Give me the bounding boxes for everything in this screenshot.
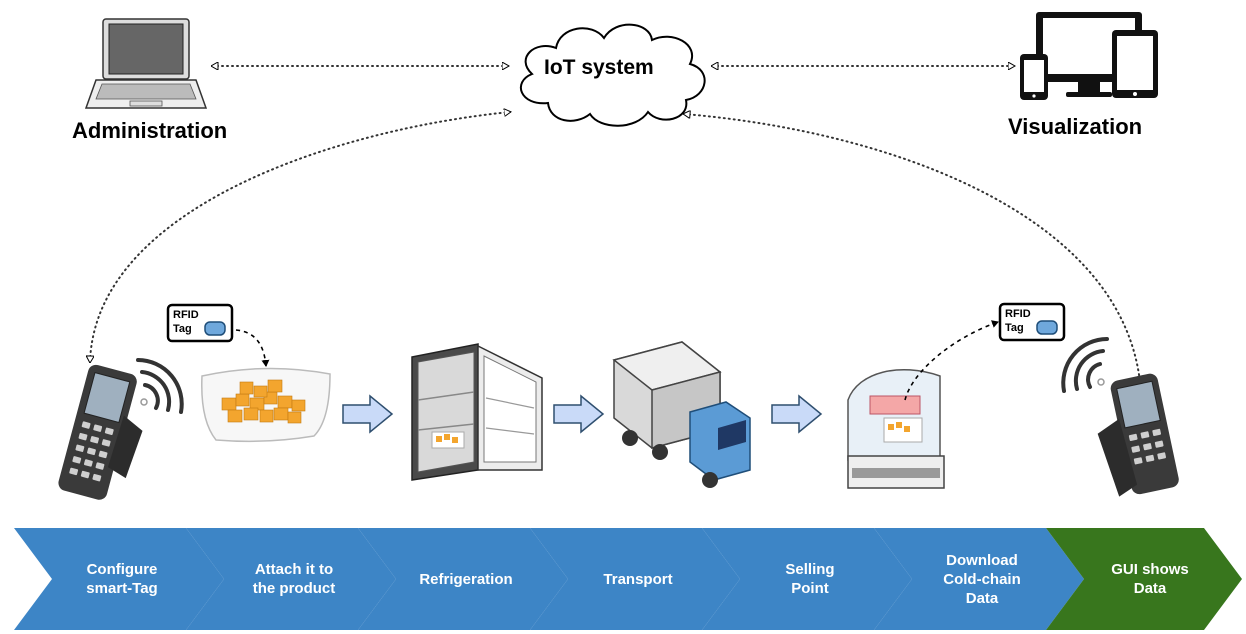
reader-cloud-connector — [90, 112, 510, 362]
cloud-gui-reader-connector — [684, 114, 1140, 382]
flow-arrow-3 — [771, 394, 823, 434]
truck-icon — [612, 341, 751, 488]
rfid-tag-left-line1: RFID — [173, 309, 199, 321]
step-label-download: Download Cold-chain Data — [943, 551, 1021, 607]
step-chevron-5 — [702, 528, 912, 630]
rfid-tag-left-icon — [166, 303, 234, 343]
rfid-tag-left-line2: Tag — [173, 323, 192, 335]
iot-cloud — [520, 23, 706, 127]
step-label-configure: Configure smart-Tag — [86, 561, 158, 597]
wifi-signal-right-icon — [1061, 337, 1109, 393]
devices-icon — [1020, 12, 1158, 100]
step-label-refrigeration: Refrigeration — [419, 570, 513, 588]
wifi-dot-right — [1097, 378, 1105, 386]
rfid-reader-left-icon — [58, 364, 143, 500]
visualization-label: Visualization — [1008, 114, 1143, 139]
step-label-gui-shows-data: GUI shows Data — [1111, 561, 1189, 597]
flow-arrow-2 — [553, 394, 605, 434]
food-tray-icon — [201, 367, 331, 443]
step-chevron-1 — [14, 528, 224, 630]
rfid-reader-right-icon — [1097, 373, 1179, 497]
process-chevrons — [14, 528, 1242, 630]
step-chevron-6 — [874, 528, 1084, 630]
step-chevron-2 — [186, 528, 396, 630]
rfid-tag-right-icon — [998, 302, 1066, 342]
flow-arrow-1 — [342, 394, 394, 434]
rfid-tag-right-line1: RFID — [1005, 308, 1031, 320]
tag-download-arrow — [904, 320, 999, 401]
wifi-signal-left-icon — [136, 358, 184, 414]
wifi-dot-left — [140, 398, 148, 406]
step-chevron-4 — [530, 528, 740, 630]
step-chevron-7 — [1046, 528, 1242, 630]
display-case-icon — [847, 369, 945, 489]
step-chevron-3 — [358, 528, 568, 630]
administration-label: Administration — [72, 118, 228, 143]
refrigerator-icon — [411, 343, 543, 481]
laptop-icon — [84, 18, 208, 109]
step-label-transport: Transport — [603, 570, 673, 588]
step-label-attach: Attach it to the product — [252, 561, 336, 597]
rfid-tag-right-line2: Tag — [1005, 322, 1024, 334]
step-label-selling-point: Selling Point — [785, 561, 835, 597]
cloud-label: IoT system — [544, 56, 654, 79]
tag-attach-arrow — [235, 329, 270, 367]
